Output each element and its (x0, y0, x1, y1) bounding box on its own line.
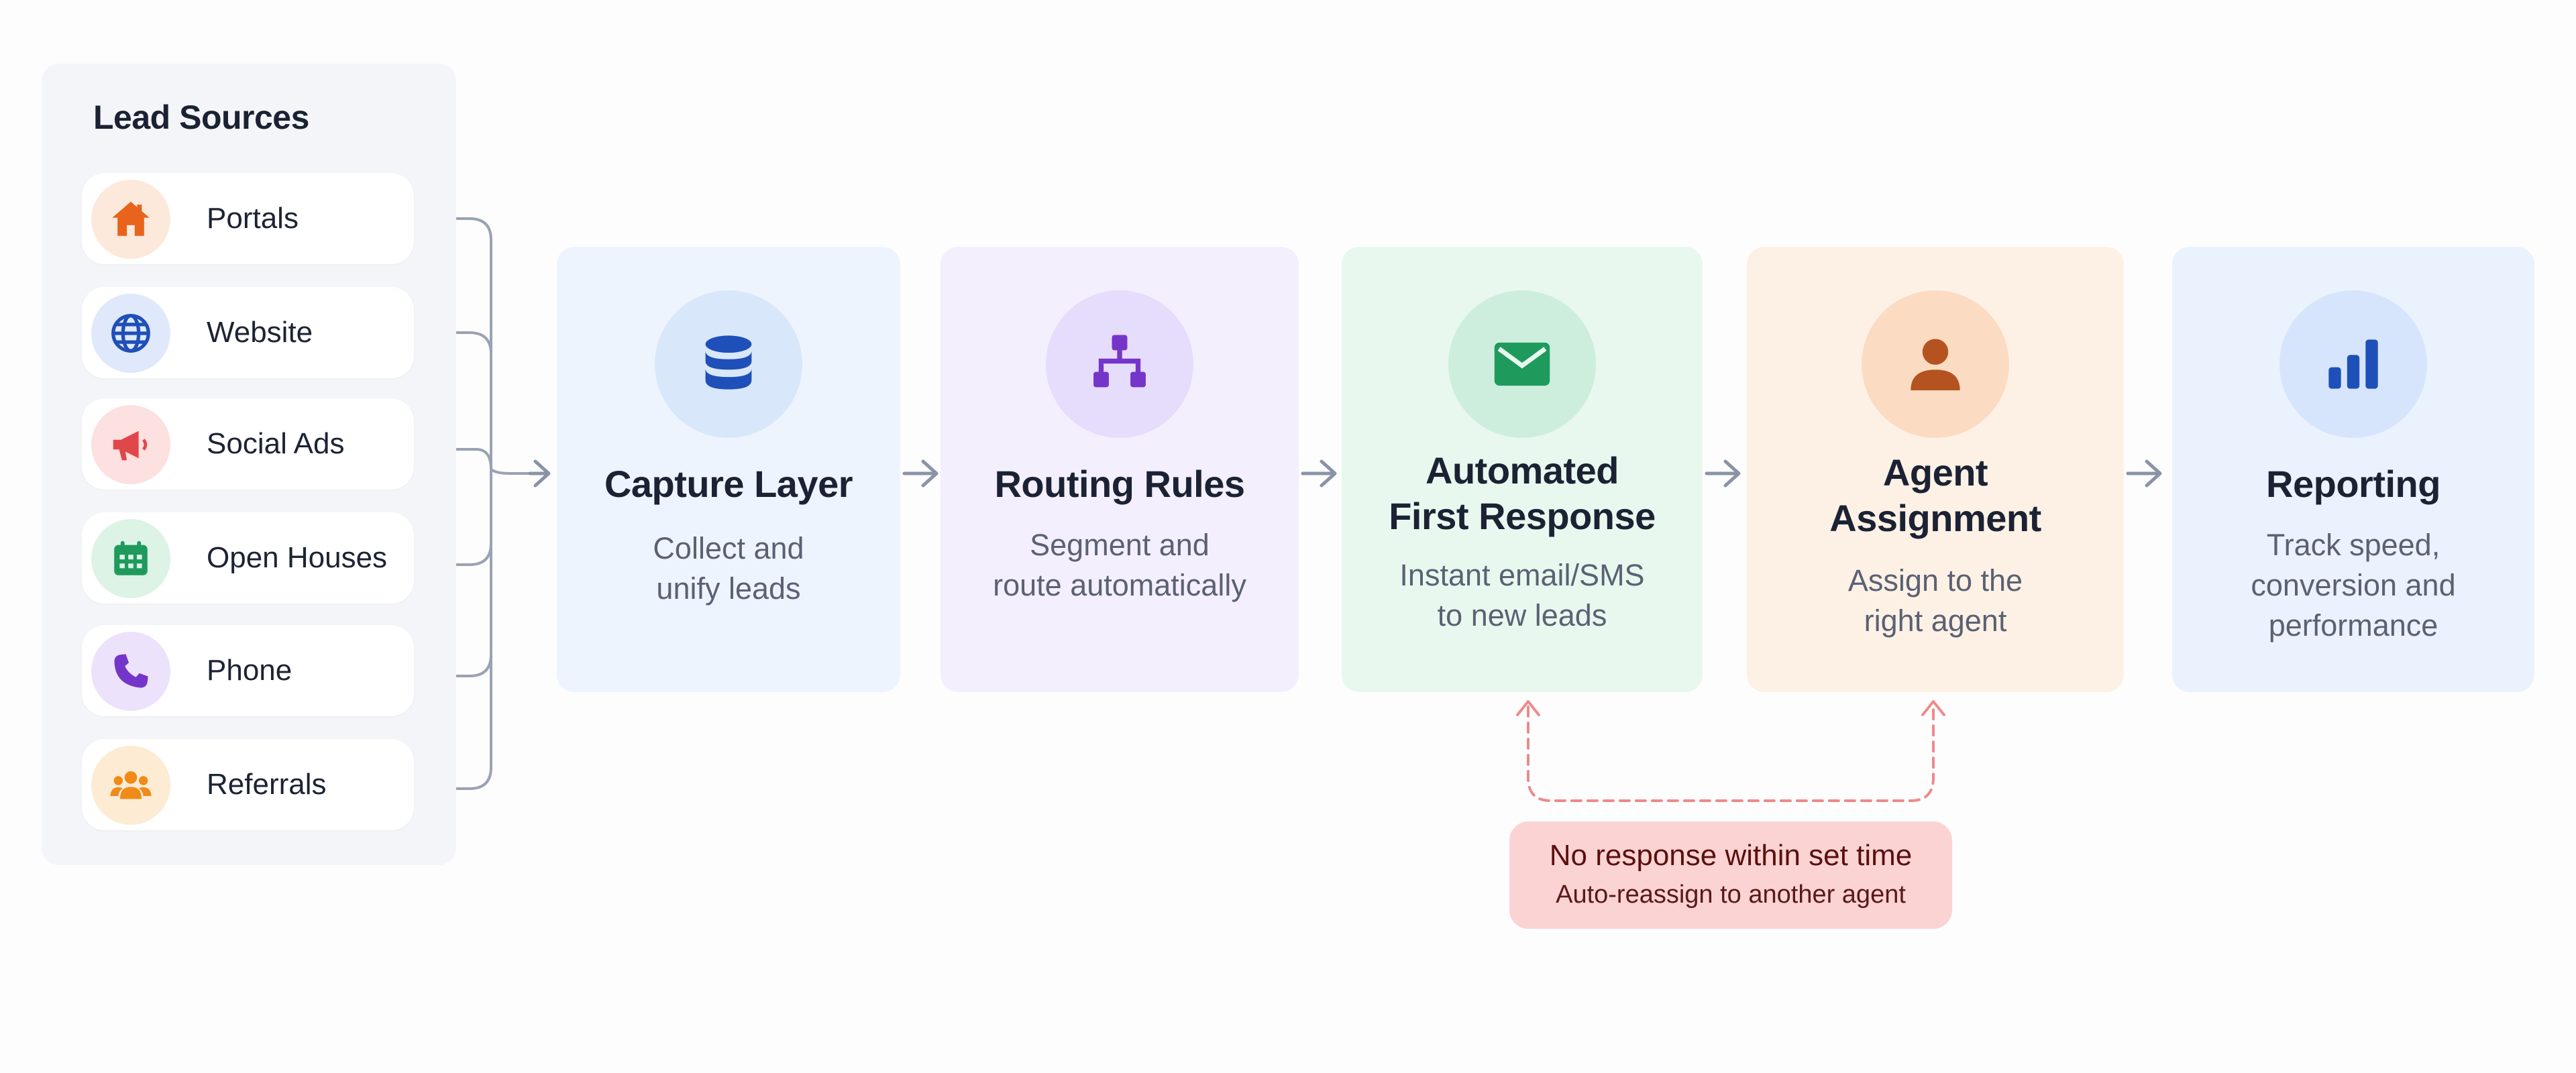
bar-chart-icon (2279, 290, 2427, 438)
source-label-phone: Phone (207, 654, 292, 687)
stage-description: Segment and route automatically (993, 528, 1246, 602)
source-card-phone[interactable]: Phone (82, 625, 414, 716)
source-label-website: Website (207, 316, 313, 349)
arrow-to-capture (528, 459, 551, 488)
mail-icon (1448, 290, 1596, 438)
connector-portals (415, 217, 492, 471)
megaphone-icon (91, 405, 170, 484)
stage-routing-rules: Routing Rules Segment and route automati… (941, 247, 1299, 692)
stage-capture-layer: Capture Layer Collect and unify leads (557, 247, 900, 692)
stage-title: Routing Rules (994, 463, 1245, 505)
arrow-capture-routing (902, 459, 938, 488)
source-label-social-ads: Social Ads (207, 427, 345, 460)
stage-reporting: Reporting Track speed, conversion and pe… (2172, 247, 2534, 692)
lead-sources-title: Lead Sources (93, 99, 309, 136)
home-icon (91, 180, 170, 259)
source-card-portals[interactable]: Portals (82, 173, 414, 264)
source-label-referrals: Referrals (207, 768, 327, 801)
source-card-referrals[interactable]: Referrals (82, 739, 414, 830)
calendar-icon (91, 519, 170, 598)
stage-agent-assignment: Agent Assignment Assign to the right age… (1747, 247, 2124, 692)
source-label-portals: Portals (207, 202, 299, 235)
stage-description: Collect and unify leads (653, 531, 804, 606)
stage-title: Automated First Response (1389, 449, 1656, 537)
arrow-response-assignment (1705, 459, 1741, 488)
source-card-social-ads[interactable]: Social Ads (82, 398, 414, 490)
stage-title: Capture Layer (604, 463, 853, 505)
arrow-routing-response (1301, 459, 1337, 488)
reassign-alert-subtitle: Auto-reassign to another agent (1556, 881, 1906, 909)
stage-automated-first-response: Automated First Response Instant email/S… (1342, 247, 1703, 692)
source-card-open-houses[interactable]: Open Houses (82, 512, 414, 604)
stage-title: Reporting (2266, 463, 2440, 505)
phone-icon (91, 632, 170, 711)
connector-social-ads (415, 448, 492, 471)
stage-description: Instant email/SMS to new leads (1399, 558, 1645, 632)
stage-description: Assign to the right agent (1847, 563, 2023, 638)
connector-referrals (415, 468, 492, 790)
reassign-loop-line (1527, 705, 1935, 802)
reassign-alert-title: No response within set time (1549, 839, 1913, 872)
arrow-assignment-reporting (2126, 459, 2162, 488)
reassign-arrow-right (1921, 700, 1945, 716)
stage-description: Track speed, conversion and performance (2251, 528, 2456, 642)
reassign-arrow-left (1516, 700, 1540, 716)
hierarchy-icon (1046, 290, 1193, 438)
reassign-alert: No response within set time Auto-reassig… (1509, 822, 1952, 929)
stage-title: Agent Assignment (1829, 451, 2041, 539)
connector-merge (490, 468, 550, 475)
users-icon (91, 746, 170, 825)
globe-icon (91, 294, 170, 373)
database-icon (655, 290, 802, 438)
user-icon (1862, 290, 2009, 438)
connector-website (415, 331, 492, 471)
source-label-open-houses: Open Houses (207, 541, 388, 574)
source-card-website[interactable]: Website (82, 287, 414, 378)
